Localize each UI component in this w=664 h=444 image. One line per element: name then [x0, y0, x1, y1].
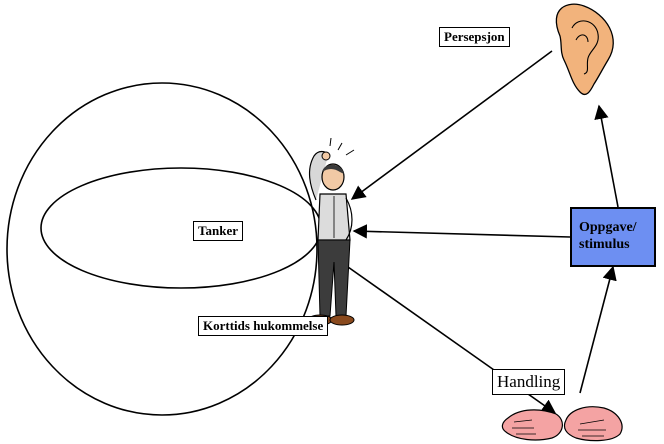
- thoughts-ellipse: [40, 167, 322, 289]
- ear-icon: [555, 3, 614, 96]
- perception-label: Persepsjon: [439, 27, 510, 47]
- task-label-line2: stimulus: [579, 237, 630, 252]
- task-label-line1: Oppgave/: [579, 220, 637, 235]
- arrow-task-to-person: [352, 224, 571, 239]
- thoughts-label: Tanker: [193, 221, 243, 241]
- short-term-memory-label: Korttids hukommelse: [198, 316, 329, 336]
- short-term-memory-ellipse: [6, 82, 318, 416]
- arrow-ear-to-person: [350, 50, 553, 200]
- arrow-task-to-ear: [594, 104, 619, 208]
- arrow-hands-to-task: [579, 265, 617, 394]
- person-thinking-icon: [307, 137, 355, 326]
- action-label: Handling: [492, 369, 566, 395]
- task-stimulus-box: Oppgave/ stimulus: [570, 207, 656, 267]
- hands-icon: [501, 406, 623, 442]
